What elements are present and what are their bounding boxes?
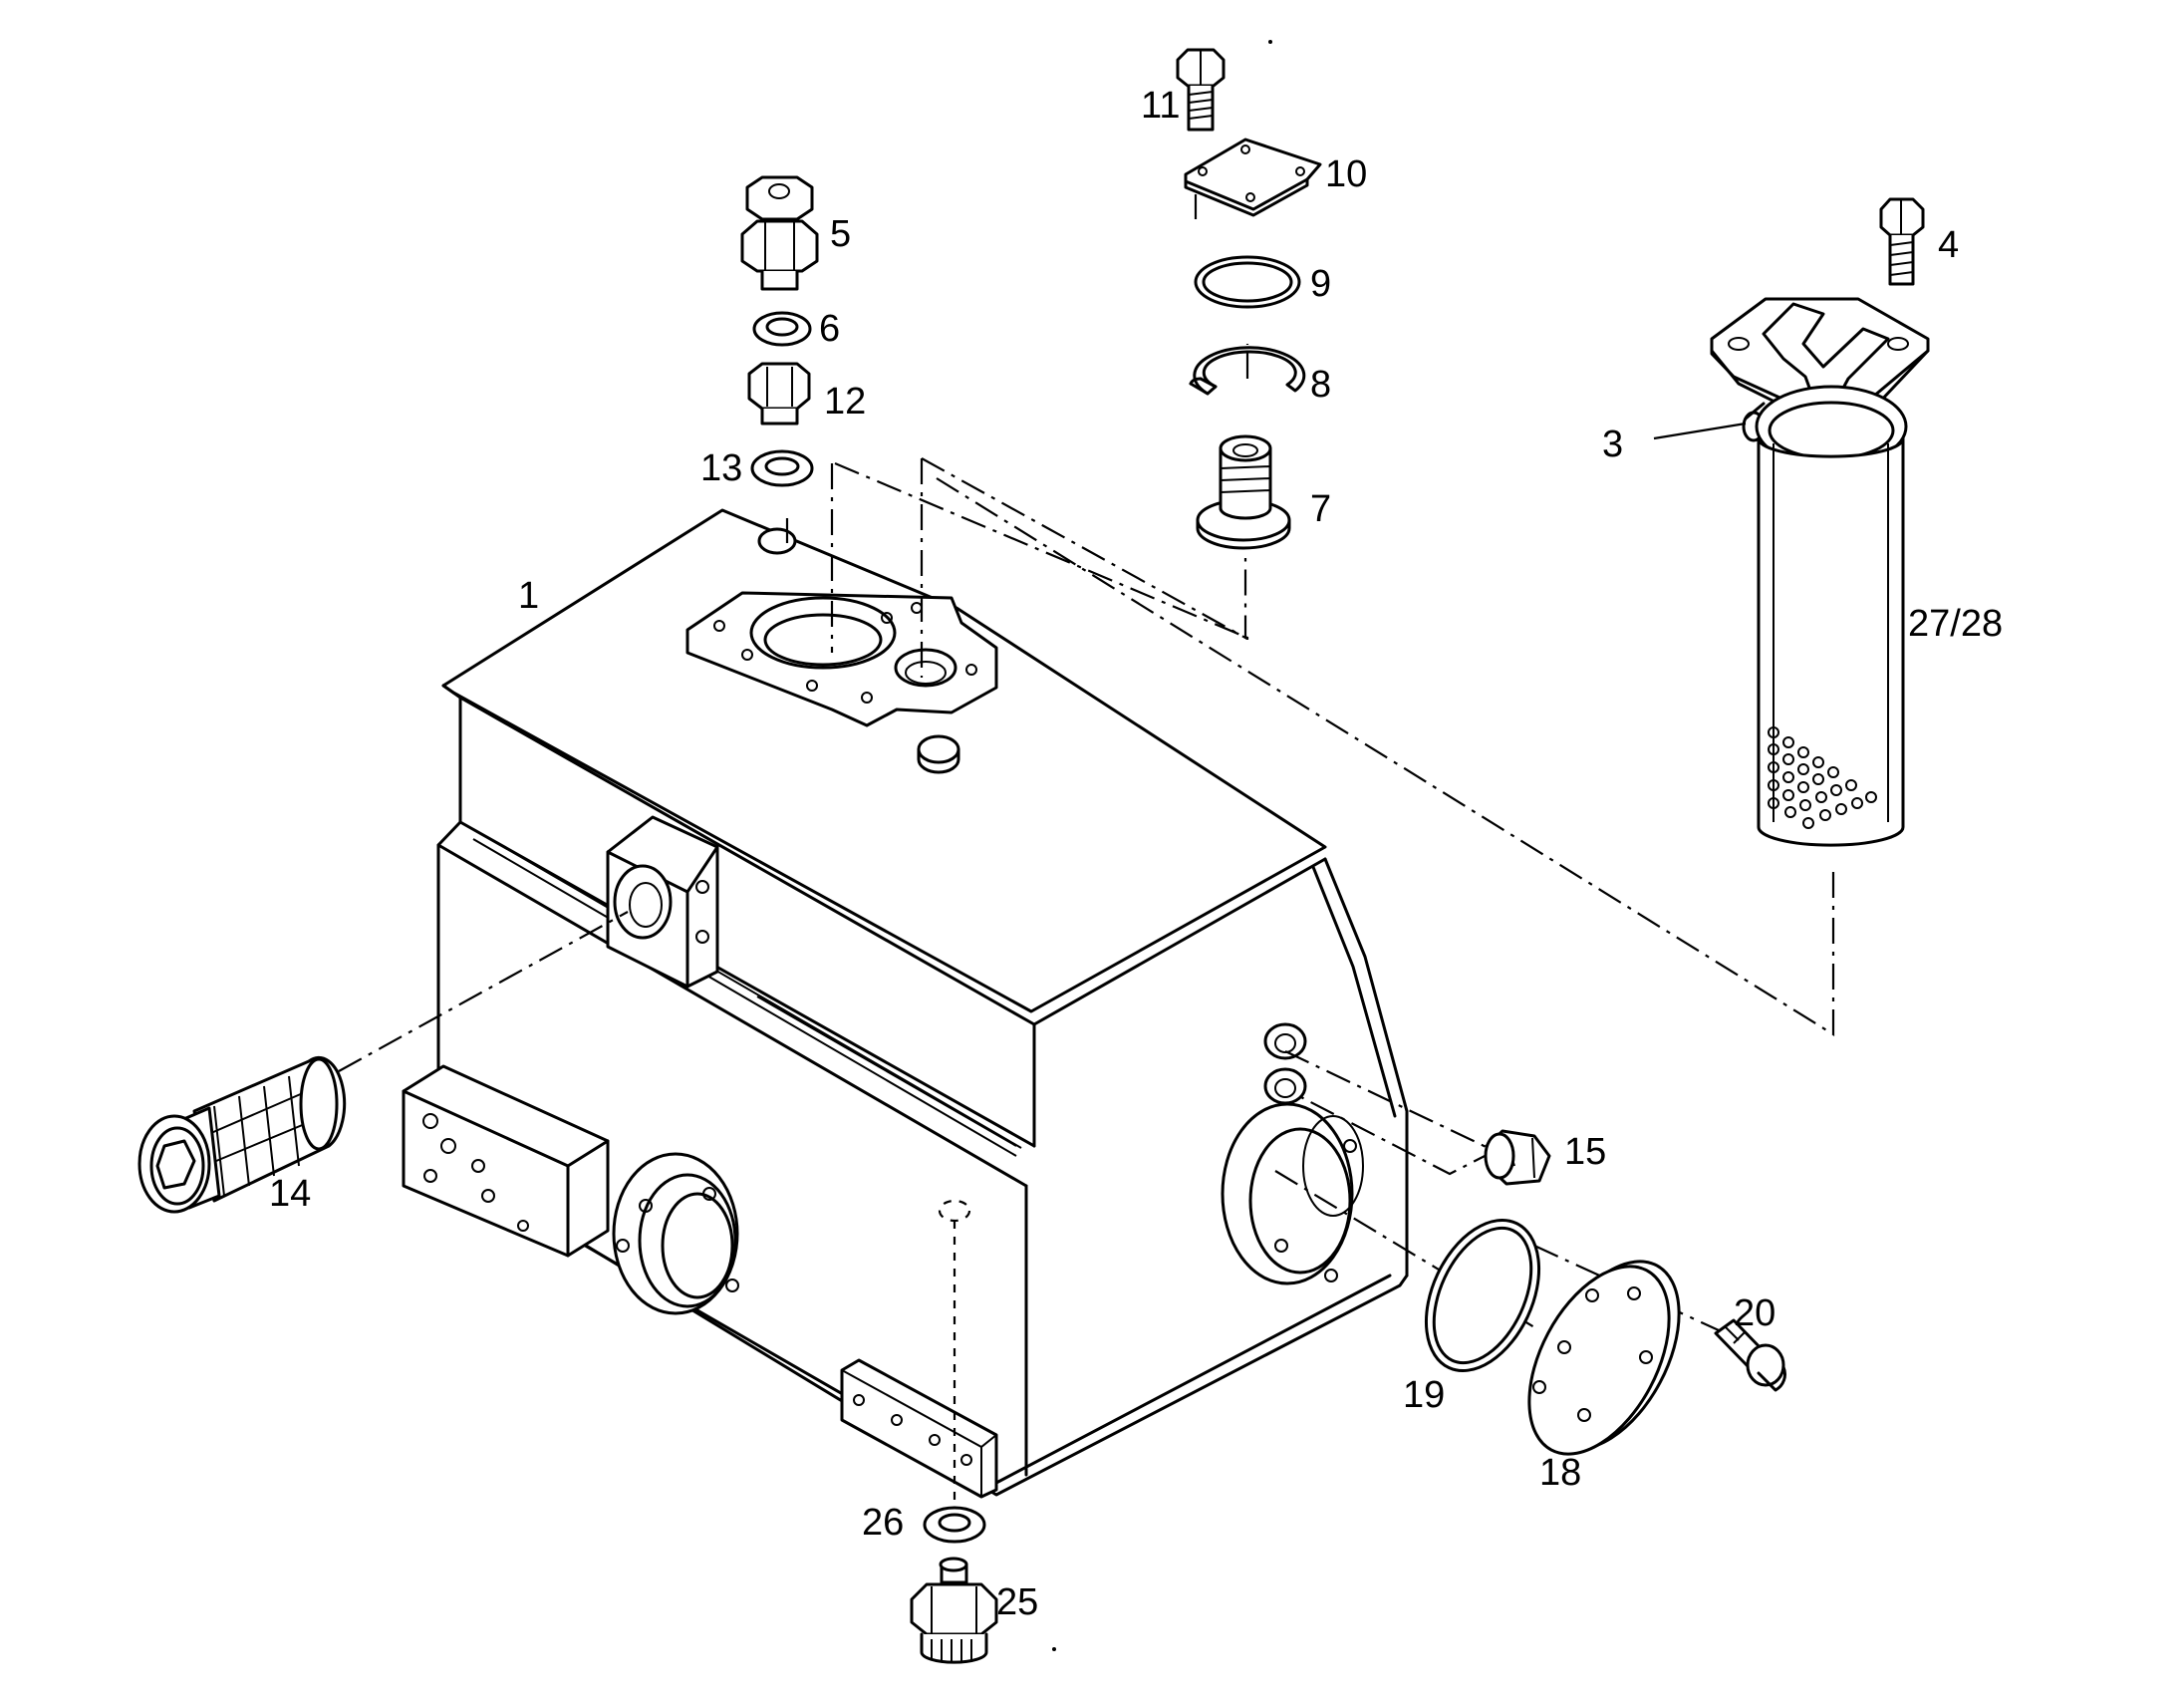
- callout-12: 12: [824, 381, 866, 423]
- callout-18: 18: [1539, 1452, 1581, 1494]
- callout-9: 9: [1310, 263, 1331, 305]
- valve-insert-7: [1196, 434, 1291, 550]
- callout-25: 25: [996, 1581, 1038, 1623]
- bolt-11: [1176, 48, 1226, 132]
- bolt-4: [1879, 197, 1925, 286]
- callout-5: 5: [830, 213, 851, 255]
- cover-plate-10: [1184, 138, 1322, 217]
- callout-20: 20: [1734, 1292, 1775, 1334]
- callout-19: 19: [1403, 1374, 1445, 1416]
- breather-fitting-5: [740, 175, 819, 291]
- reducer-nipple-12: [747, 362, 811, 426]
- callout-15: 15: [1564, 1131, 1606, 1173]
- callout-26: 26: [862, 1502, 904, 1544]
- hydraulic-tank: [402, 508, 1409, 1499]
- screw-20: [1714, 1318, 1786, 1392]
- callout-11: 11: [1141, 85, 1180, 127]
- callout-27-28: 27/28: [1908, 603, 2003, 645]
- callout-3: 3: [1602, 424, 1623, 465]
- sealing-ring-13: [750, 449, 814, 487]
- leader-lines: [1653, 422, 1747, 440]
- callout-13: 13: [700, 447, 742, 489]
- sealing-ring-26: [923, 1506, 986, 1544]
- o-ring-19: [1424, 1218, 1541, 1373]
- callout-labels: 1 3 4 5 6 7 8 9 10 11 12 13 14 15 18 19 …: [269, 85, 2003, 1623]
- drain-plug-25: [910, 1557, 998, 1664]
- scan-speck: [1052, 1647, 1056, 1651]
- filter-perforations: [1768, 726, 1877, 829]
- plug-15: [1484, 1129, 1551, 1186]
- o-ring-9: [1194, 255, 1301, 309]
- callout-7: 7: [1310, 488, 1331, 530]
- callout-14: 14: [269, 1173, 311, 1215]
- filter-element-27-28: [1755, 385, 1908, 847]
- cover-18: [1527, 1260, 1681, 1456]
- scan-speck: [1268, 40, 1272, 44]
- snap-ring-8: [1189, 346, 1306, 396]
- callout-8: 8: [1310, 364, 1331, 406]
- suction-strainer-14: [137, 1055, 347, 1214]
- callout-6: 6: [819, 308, 840, 350]
- callout-10: 10: [1325, 153, 1367, 195]
- callout-1: 1: [518, 575, 539, 617]
- filter-head: [1710, 297, 1930, 421]
- callout-4: 4: [1938, 224, 1959, 266]
- sealing-ring-6: [752, 311, 812, 347]
